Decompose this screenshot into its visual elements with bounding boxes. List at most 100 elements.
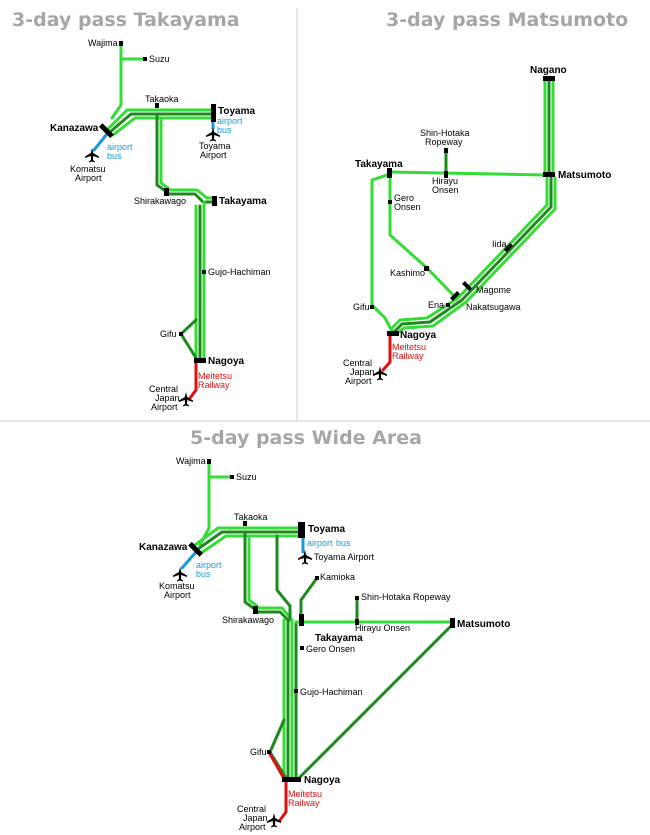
label-airport-bus-toyama-2: bus bbox=[336, 538, 351, 548]
label-gero-1: Gero bbox=[394, 193, 414, 203]
label-iida: Iida bbox=[492, 239, 507, 249]
label-gujo-hachiman: Gujo-Hachiman bbox=[208, 267, 271, 277]
label-airport-bus-komatsu-1: airport bbox=[107, 142, 133, 152]
station-wajima bbox=[119, 41, 123, 46]
label-gifu: Gifu bbox=[353, 302, 370, 312]
label-hirayu: Hirayu Onsen bbox=[355, 623, 410, 633]
title-wide-area-pass: 5-day pass Wide Area bbox=[190, 427, 422, 449]
label-toyama-airport-1: Toyama bbox=[199, 141, 231, 151]
station-nagoya bbox=[282, 777, 301, 782]
label-airport-bus-toyama-1: airport bbox=[217, 116, 243, 126]
station-takaoka bbox=[155, 103, 159, 108]
station-hirayu bbox=[444, 171, 448, 178]
map-matsumoto: Nagano Shin-Hotaka Ropeway Takayama Mats… bbox=[343, 65, 611, 386]
label-meitetsu-1: Meitetsu bbox=[198, 371, 232, 381]
label-takaoka: Takaoka bbox=[145, 94, 179, 104]
label-shinhotaka-2: Ropeway bbox=[425, 137, 463, 147]
line-matsumoto-nagoya bbox=[297, 623, 454, 780]
station-magome bbox=[462, 281, 472, 291]
line-noto bbox=[198, 459, 211, 547]
label-nagoya: Nagoya bbox=[400, 330, 437, 341]
airplane-icon bbox=[267, 813, 281, 828]
line-meitetsu bbox=[188, 360, 198, 400]
label-takayama: Takayama bbox=[315, 633, 363, 644]
line-toyama-takayama bbox=[275, 534, 292, 622]
line-kt-c bbox=[199, 534, 303, 555]
station-nagano bbox=[543, 76, 555, 81]
airplane-icon bbox=[298, 550, 312, 565]
station-shin-hotaka bbox=[355, 596, 359, 600]
station-gujo-hachiman bbox=[202, 270, 206, 274]
line-shirakawago-takayama bbox=[165, 188, 216, 200]
label-gifu: Gifu bbox=[250, 747, 267, 757]
label-suzu: Suzu bbox=[236, 472, 257, 482]
line-shirakawago-takayama-2 bbox=[253, 610, 290, 622]
airplane-icon bbox=[85, 148, 99, 163]
station-matsumoto bbox=[450, 618, 455, 628]
label-central-3: Airport bbox=[345, 376, 372, 386]
airplane-icon bbox=[173, 567, 187, 582]
label-central-2: Japan bbox=[243, 813, 268, 823]
station-shirakawago bbox=[253, 606, 258, 614]
label-toyama-airport: Toyama Airport bbox=[314, 552, 375, 562]
station-toyama bbox=[298, 522, 305, 538]
label-komatsu-2: Airport bbox=[164, 590, 191, 600]
label-komatsu-1: Komatsu bbox=[70, 164, 106, 174]
line-takaoka-shirakawago bbox=[155, 112, 169, 194]
station-nakatsugawa bbox=[450, 291, 460, 301]
station-matsumoto bbox=[543, 172, 555, 177]
label-gero-2: Onsen bbox=[394, 202, 421, 212]
label-airport-bus-toyama-2: bus bbox=[217, 125, 232, 135]
map-wide-area: Wajima Suzu Takaoka Toyama airport bus T… bbox=[139, 456, 510, 832]
station-wajima bbox=[207, 459, 211, 464]
label-central-1: Central bbox=[149, 384, 178, 394]
station-takayama bbox=[387, 168, 392, 178]
label-takaoka: Takaoka bbox=[234, 512, 268, 522]
label-central-1: Central bbox=[343, 358, 372, 368]
line-kanazawa-toyama-c bbox=[111, 116, 215, 137]
station-takayama bbox=[299, 614, 304, 626]
label-airport-bus-toyama: airport bbox=[307, 538, 333, 548]
line-takaoka-shirakawago bbox=[243, 530, 258, 612]
station-takaoka bbox=[243, 521, 247, 526]
label-hirayu-1: Hirayu bbox=[432, 176, 458, 186]
label-toyama: Toyama bbox=[308, 524, 345, 535]
label-ena: Ena bbox=[428, 300, 444, 310]
station-hirayu bbox=[355, 619, 359, 625]
label-komatsu-1: Komatsu bbox=[159, 581, 195, 591]
label-meitetsu-2: Railway bbox=[198, 380, 230, 390]
line-airport-bus-komatsu bbox=[92, 132, 109, 152]
station-ena bbox=[446, 303, 450, 307]
label-meitetsu-1: Meitetsu bbox=[392, 342, 426, 352]
line-chuo-c bbox=[394, 176, 557, 336]
station-suzu bbox=[143, 57, 147, 61]
label-takayama: Takayama bbox=[355, 159, 403, 170]
label-kanazawa: Kanazawa bbox=[139, 542, 188, 553]
label-kamioka: Kamioka bbox=[320, 572, 355, 582]
label-wajima: Wajima bbox=[88, 38, 118, 48]
label-toyama-airport-2: Airport bbox=[200, 150, 227, 160]
line-kt-a bbox=[193, 526, 303, 547]
label-nagano: Nagano bbox=[530, 65, 567, 76]
label-nagoya: Nagoya bbox=[208, 356, 245, 367]
label-airport-bus-komatsu-1: airport bbox=[196, 560, 222, 570]
label-nakatsugawa: Nakatsugawa bbox=[466, 302, 521, 312]
label-suzu: Suzu bbox=[149, 54, 170, 64]
label-airport-bus-komatsu-2: bus bbox=[196, 569, 211, 579]
line-airport-bus-komatsu bbox=[180, 550, 198, 570]
line-gero-nakatsugawa bbox=[388, 172, 457, 299]
station-kanazawa bbox=[188, 541, 204, 557]
station-iida bbox=[503, 243, 513, 253]
line-chuo-b bbox=[392, 176, 553, 334]
station-nagoya bbox=[387, 331, 399, 336]
station-gifu bbox=[370, 305, 374, 309]
line-noto bbox=[110, 42, 123, 120]
line-takaoka-shirakawago-2 bbox=[247, 534, 259, 608]
station-toyama bbox=[211, 104, 216, 122]
label-gifu: Gifu bbox=[160, 329, 177, 339]
label-nagoya: Nagoya bbox=[304, 775, 341, 786]
label-shirakawago: Shirakawago bbox=[222, 615, 274, 625]
label-meitetsu-2: Railway bbox=[392, 351, 424, 361]
label-gujo-hachiman: Gujo-Hachiman bbox=[300, 687, 363, 697]
